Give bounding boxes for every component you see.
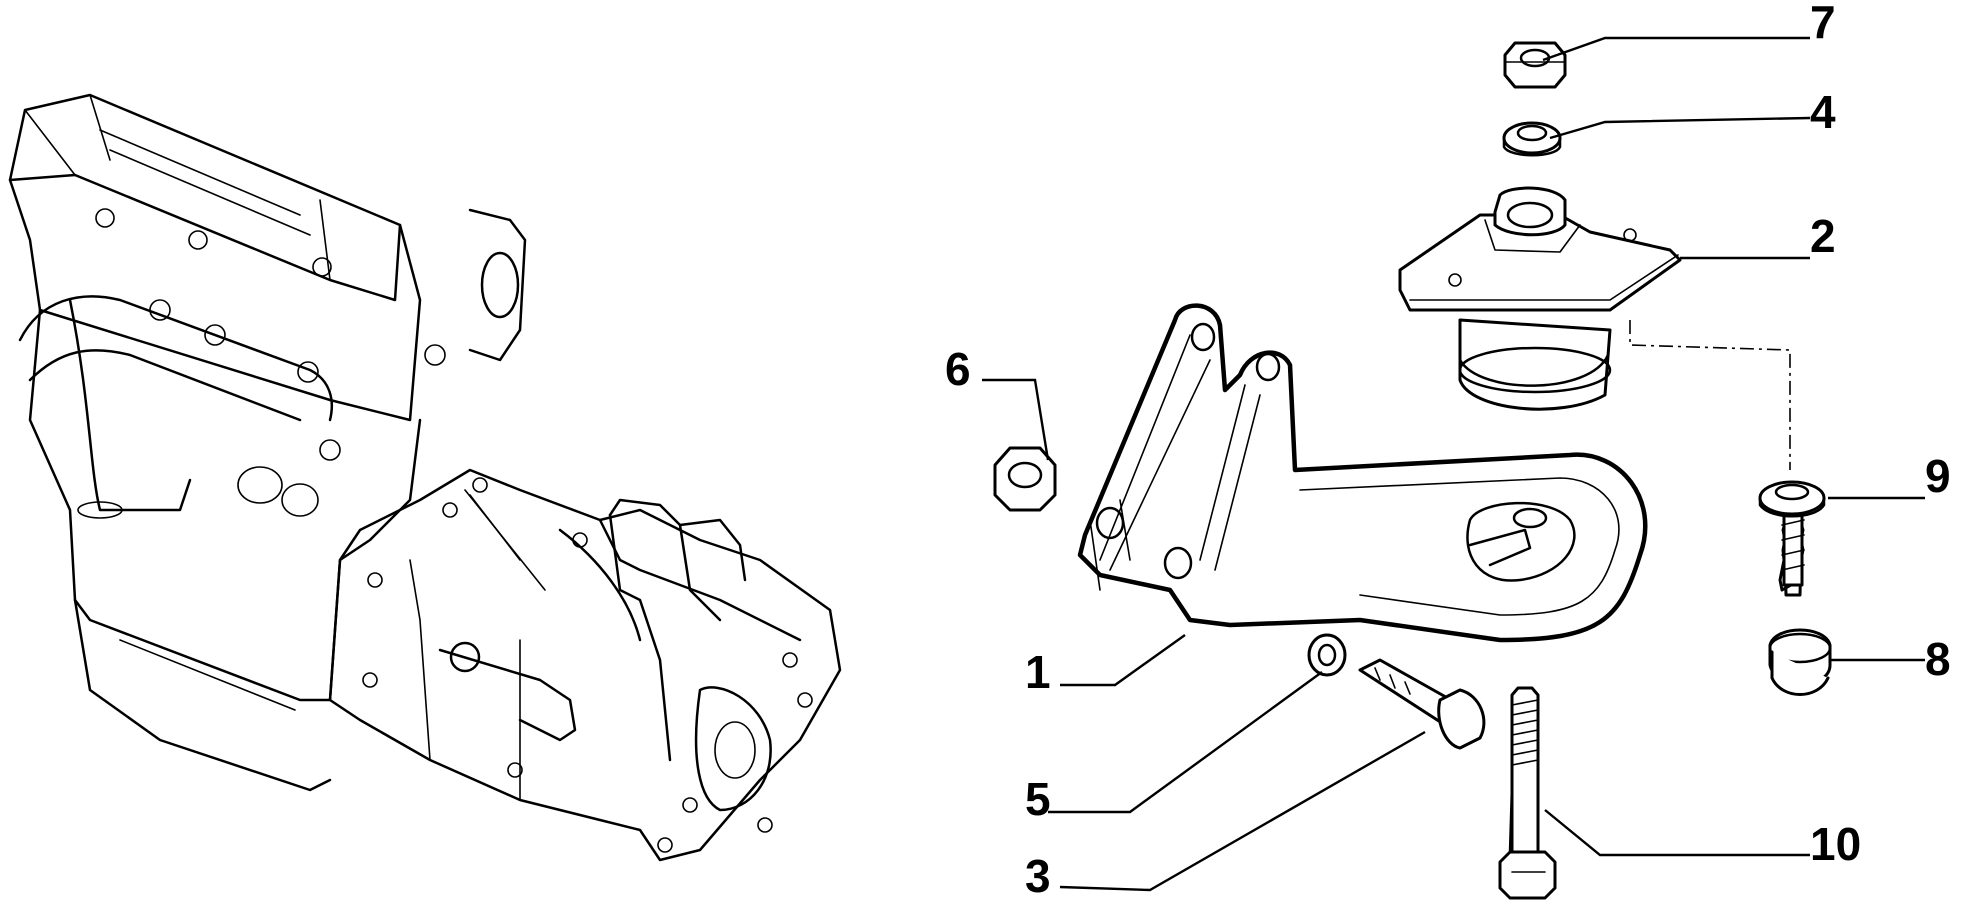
leader-lines — [982, 36, 1925, 892]
callout-6: 6 — [945, 343, 971, 395]
part-10-long-bolt — [1498, 686, 1557, 900]
engine-gearbox-assembly — [8, 93, 842, 862]
part-5-washer — [1307, 633, 1347, 677]
part-6-nut — [993, 446, 1057, 512]
callout-10: 10 — [1810, 818, 1861, 870]
callout-1: 1 — [1025, 646, 1051, 698]
part-3-bolt — [1358, 658, 1486, 750]
callout-7: 7 — [1810, 0, 1836, 48]
callout-labels: 7 4 2 6 9 1 8 5 10 3 — [945, 0, 1951, 902]
part-1-mounting-bracket — [1077, 303, 1648, 643]
callout-8: 8 — [1925, 633, 1951, 685]
part-4-spring-washer — [1502, 121, 1562, 157]
callout-9: 9 — [1925, 450, 1951, 502]
part-2-rubber-mount — [1398, 186, 1791, 470]
part-8-stud — [1768, 501, 1832, 696]
callout-3: 3 — [1025, 850, 1051, 902]
callout-2: 2 — [1810, 210, 1836, 262]
callout-5: 5 — [1025, 773, 1051, 825]
callout-4: 4 — [1810, 86, 1836, 138]
part-9-washer — [1758, 480, 1826, 518]
part-7-nut — [1503, 41, 1567, 89]
